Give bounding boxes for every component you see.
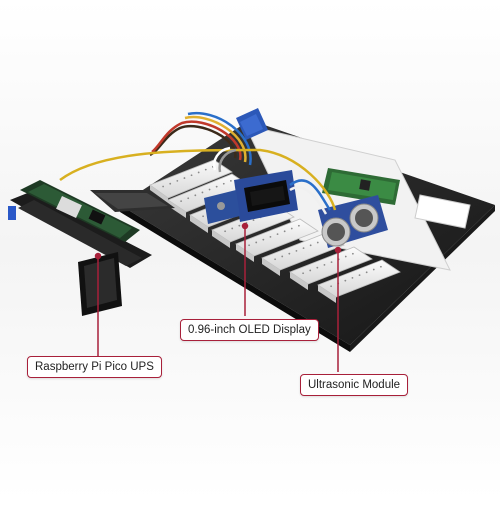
reference-card [244, 124, 471, 271]
breadboard-hole [224, 230, 227, 233]
breadboard-hole [344, 255, 347, 258]
breadboard-hole [365, 271, 368, 274]
breadboard-strip-edge [168, 200, 186, 218]
callout-ultrasonic-label: Ultrasonic Module [308, 379, 401, 391]
breadboard-hole [281, 255, 284, 258]
breadboard-hole [197, 171, 200, 174]
breadboard-hole [344, 279, 347, 282]
breadboard-hole [169, 182, 172, 185]
breadboard-hole [379, 265, 382, 268]
breadboard-hole [180, 200, 183, 203]
breadboard-hole [269, 235, 272, 238]
breadboard-hole [201, 191, 204, 194]
breadboard-hole [262, 238, 265, 241]
breadboard-hole [274, 258, 277, 261]
breadboard-strip-edge [190, 215, 208, 233]
breadboard-strip-edge [150, 185, 168, 204]
breadboard-hole [330, 285, 333, 288]
breadboard-hole [302, 272, 305, 275]
breadboard-hole [276, 233, 279, 236]
breadboard-hole [330, 261, 333, 264]
breadboard-hole [208, 188, 211, 191]
breadboard-hole [255, 241, 258, 244]
breadboard-strip-edge [318, 285, 336, 303]
breadboard-hole [176, 179, 179, 182]
oled-display [234, 170, 298, 222]
breadboard-hole [372, 268, 375, 271]
breadboard-hole [187, 197, 190, 200]
breadboard-hole [290, 227, 293, 230]
breadboard-hole [316, 266, 319, 269]
breadboard-hole [190, 174, 193, 177]
breadboard-hole [316, 241, 319, 244]
jumper-wires [59, 111, 337, 215]
breadboard-hole [323, 263, 326, 266]
breadboard-hole [351, 252, 354, 255]
breadboard-hole [351, 276, 354, 279]
callout-pico-ups: Raspberry Pi Pico UPS [27, 356, 162, 378]
breadboard-strip-edge [212, 230, 230, 248]
breadboard-hole [309, 269, 312, 272]
breadboard-hole [222, 182, 225, 185]
breadboard-hole [229, 179, 232, 182]
breadboard-hole [283, 230, 286, 233]
breadboard-hole [358, 274, 361, 277]
callout-pico-ups-label: Raspberry Pi Pico UPS [35, 361, 154, 373]
breadboard-hole [231, 227, 234, 230]
callout-ultrasonic-module: Ultrasonic Module [300, 374, 409, 396]
breadboard-strip-edge [290, 272, 308, 290]
breadboard-hole [162, 185, 165, 188]
breadboard-hole [248, 244, 251, 247]
sensor-module-top [236, 108, 268, 140]
ribbon-cable [90, 190, 175, 212]
callout-oled-display: 0.96-inch OLED Display [180, 319, 319, 341]
breadboard-hole [183, 177, 186, 179]
breadboard-hole [302, 247, 305, 250]
callout-leaders [94, 222, 342, 372]
breadboard-hole [297, 224, 300, 227]
breadboard-hole [202, 215, 205, 218]
breadboard-hole [238, 224, 241, 227]
breadboard-hole [295, 249, 298, 252]
pico-board-on-card [322, 168, 400, 205]
breadboard-hole [215, 185, 218, 188]
breadboard-hole [194, 194, 197, 197]
pico-ups-stack [8, 180, 152, 316]
breadboard-hole [252, 219, 255, 222]
breadboard-hole [288, 252, 291, 255]
breadboard-strip-edge [262, 258, 280, 276]
callout-oled-label: 0.96-inch OLED Display [188, 324, 311, 336]
small-sensor-board [204, 190, 240, 224]
breadboard-hole [309, 244, 312, 247]
breadboard-hole [204, 168, 207, 171]
